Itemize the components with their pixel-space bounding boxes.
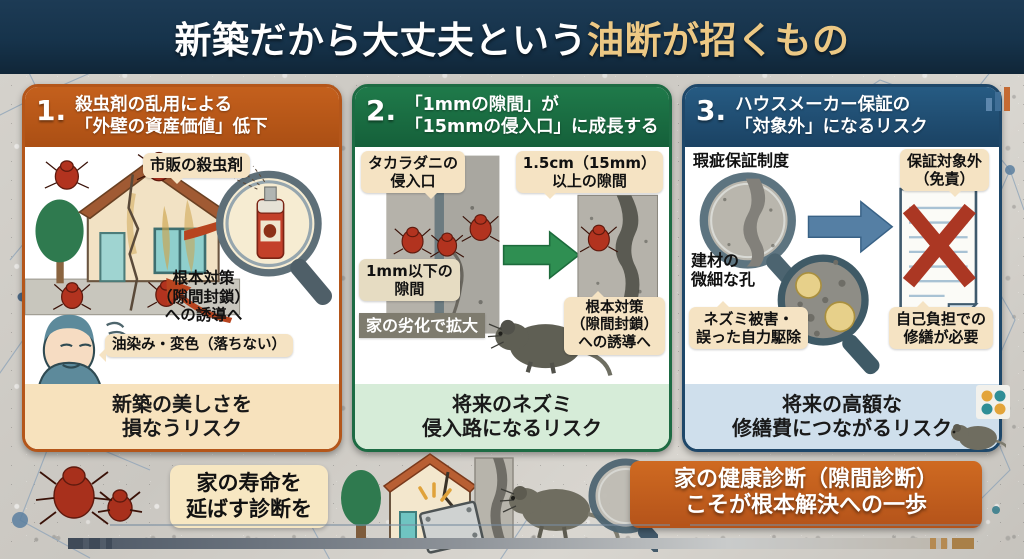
mouse-magnifier-illustration	[499, 458, 658, 552]
decor-bar-segment-4	[930, 538, 936, 549]
decor-thin-line-left	[110, 524, 670, 526]
callout-line1: 根本対策	[172, 269, 235, 287]
dot-grid-icon	[976, 385, 1010, 419]
panel-1-title: 殺虫剤の乱用による 「外壁の資産価値」低下	[75, 94, 268, 139]
callout-rat-damage-diy: ネズミ被害・ 誤った自力駆除	[689, 301, 809, 349]
panel-3-footer-line1: 将来の高額な	[782, 392, 902, 416]
callout-line1: 保証対象外	[906, 152, 982, 170]
callout-takara-mite-entry: タカラダニの 侵入口	[361, 151, 466, 199]
panel-3-title-line2: 「対象外」になるリスク	[735, 117, 928, 138]
callout-root-countermeasure-1: 根本対策 （隙間封鎖） への誘導へ	[157, 269, 250, 325]
callout-self-paid-repair: 自己負担での 修繕が必要	[888, 301, 993, 349]
callout-text: 家の劣化で拡大	[366, 316, 479, 335]
callout-text: 油染み・変色（落ちない）	[112, 337, 286, 353]
callout-line2: （免責）	[914, 170, 975, 188]
mouse-silhouette	[487, 319, 613, 376]
panel-2-title-line2: 「15mmの侵入口」に成長する	[405, 117, 659, 138]
panel-2-title: 「1mmの隙間」が 「15mmの侵入口」に成長する	[405, 94, 658, 139]
callout-line1: 1.5cm（15mm）	[522, 154, 656, 172]
panel-1-title-line2: 「外壁の資産価値」低下	[75, 117, 268, 138]
callout-line2: （隙間封鎖）	[157, 287, 251, 306]
callout-line2: 以上の隙間	[551, 172, 627, 190]
footer-cta-line2: こそが根本解決への一歩	[684, 493, 927, 519]
panel-1-footer: 新築の美しさを 損なうリスク	[25, 384, 339, 449]
callout-text: 市販の殺虫剤	[150, 156, 244, 174]
callout-root-countermeasure-2: 根本対策 （隙間封鎖） への誘導へ	[564, 290, 665, 356]
footer-cta-banner[interactable]: 家の健康診断（隙間診断） こそが根本解決への一歩	[630, 461, 982, 528]
mouse-small-icon	[951, 424, 1006, 450]
decor-progress-bar	[68, 538, 948, 549]
panel-2-footer-line2: 侵入路になるリスク	[422, 416, 602, 440]
callout-gap-over-15mm: 1.5cm（15mm） 以上の隙間	[515, 151, 663, 199]
page-title: 新築だから大丈夫という油断が招くもの	[175, 10, 850, 64]
panel-1-footer-line1: 新築の美しさを	[112, 392, 252, 416]
callout-text: 瑕疵保証制度	[693, 151, 790, 170]
footer-label-bubble: 家の寿命を 延ばす診断を	[170, 465, 328, 529]
callout-house-deterioration: 家の劣化で拡大	[359, 313, 486, 339]
panel-3-footer-line2: 修繕費につながるリスク	[732, 416, 952, 440]
callout-warranty-exclusion: 保証対象外 （免責）	[899, 149, 989, 197]
callout-line3: への誘導へ	[164, 306, 243, 325]
callout-line2: 侵入口	[390, 172, 436, 190]
panel-3-title: ハウスメーカー保証の 「対象外」になるリスク	[735, 94, 928, 139]
panel-1-illustration: 市販の殺虫剤 根本対策 （隙間封鎖） への誘導へ 油染み・変色（落ちない）	[25, 147, 339, 384]
panel-2-header: 2. 「1mmの隙間」が 「15mmの侵入口」に成長する	[355, 87, 669, 147]
callout-gap-under-1mm: 1mm以下の 隙間	[359, 259, 460, 301]
footer-label-line2: 延ばす診断を	[186, 496, 312, 521]
callout-line2: 隙間	[394, 280, 425, 298]
callout-building-material-pores: 建材の 微細な孔	[691, 251, 755, 289]
panel-2-footer: 将来のネズミ 侵入路になるリスク	[355, 384, 669, 449]
callout-line2: 誤った自力駆除	[696, 328, 802, 346]
decor-bar-segment-6	[952, 538, 974, 549]
callout-line2: 修繕が必要	[903, 328, 979, 346]
callout-line3: への誘導へ	[578, 334, 651, 351]
panel-2-scene	[386, 155, 659, 376]
panel-3-number: 3.	[696, 94, 727, 127]
panel-2-illustration: タカラダニの 侵入口 1.5cm（15mm） 以上の隙間 1mm以下の 隙間 家…	[355, 147, 669, 384]
panel-2-gap-growth[interactable]: 2. 「1mmの隙間」が 「15mmの侵入口」に成長する	[352, 84, 672, 452]
title-plain-text: 新築だから大丈夫という	[174, 19, 587, 62]
callout-line1: 自己負担での	[895, 310, 986, 328]
callout-commercial-insecticide: 市販の殺虫剤	[143, 153, 251, 184]
panel-2-footer-line1: 将来のネズミ	[452, 392, 572, 416]
bar-chart-icon	[986, 87, 1010, 111]
title-accent-text: 油断が招くもの	[587, 19, 850, 62]
callout-defect-warranty-system: 瑕疵保証制度	[693, 151, 789, 170]
panel-3-header: 3. ハウスメーカー保証の 「対象外」になるリスク	[685, 87, 999, 147]
panel-2-title-line1: 「1mmの隙間」が	[405, 95, 559, 115]
panel-3-warranty-exclusion[interactable]: 3. ハウスメーカー保証の 「対象外」になるリスク	[682, 84, 1002, 452]
header-banner: 新築だから大丈夫という油断が招くもの	[0, 0, 1024, 74]
panels-row: 1. 殺虫剤の乱用による 「外壁の資産価値」低下	[0, 84, 1024, 452]
decor-thin-line-right	[690, 524, 980, 526]
panel-3-illustration: 瑕疵保証制度 保証対象外 （免責） 建材の 微細な孔 ネズミ被害・ 誤った自力駆…	[685, 147, 999, 384]
panel-1-title-line1: 殺虫剤の乱用による	[75, 95, 233, 115]
callout-line1: ネズミ被害・	[703, 310, 794, 328]
panel-2-number: 2.	[366, 94, 397, 127]
decor-bar-segment-3	[106, 538, 112, 549]
panel-3-title-line1: ハウスメーカー保証の	[735, 95, 911, 115]
callout-line2: （隙間封鎖）	[571, 317, 658, 334]
panel-1-insecticide-misuse[interactable]: 1. 殺虫剤の乱用による 「外壁の資産価値」低下	[22, 84, 342, 452]
decor-bar-segment-5	[941, 538, 947, 549]
callout-line1: 1mm以下の	[366, 262, 453, 280]
footer-strip: 家の寿命を 延ばす診断を 家の健康診断（隙間診断） こそが根本解決への一歩	[0, 424, 1024, 559]
footer-label-line1: 家の寿命を	[196, 471, 302, 495]
callout-line1: 建材の	[691, 251, 740, 270]
callout-line2: 微細な孔	[691, 270, 756, 290]
footer-cta-line1: 家の健康診断（隙間診断）	[673, 467, 938, 492]
panel-1-footer-line2: 損なうリスク	[122, 416, 242, 440]
panel-3-footer: 将来の高額な 修繕費につながるリスク	[685, 384, 999, 449]
decor-bar-segment-2	[89, 538, 100, 549]
panel-1-number: 1.	[36, 94, 67, 127]
panel-1-header: 1. 殺虫剤の乱用による 「外壁の資産価値」低下	[25, 87, 339, 147]
callout-line1: 根本対策	[585, 300, 644, 316]
mite-decoration	[35, 466, 143, 525]
decor-bar-segment-1	[68, 538, 83, 549]
callout-oil-stain: 油染み・変色（落ちない）	[99, 334, 293, 363]
callout-line1: タカラダニの	[368, 154, 459, 172]
